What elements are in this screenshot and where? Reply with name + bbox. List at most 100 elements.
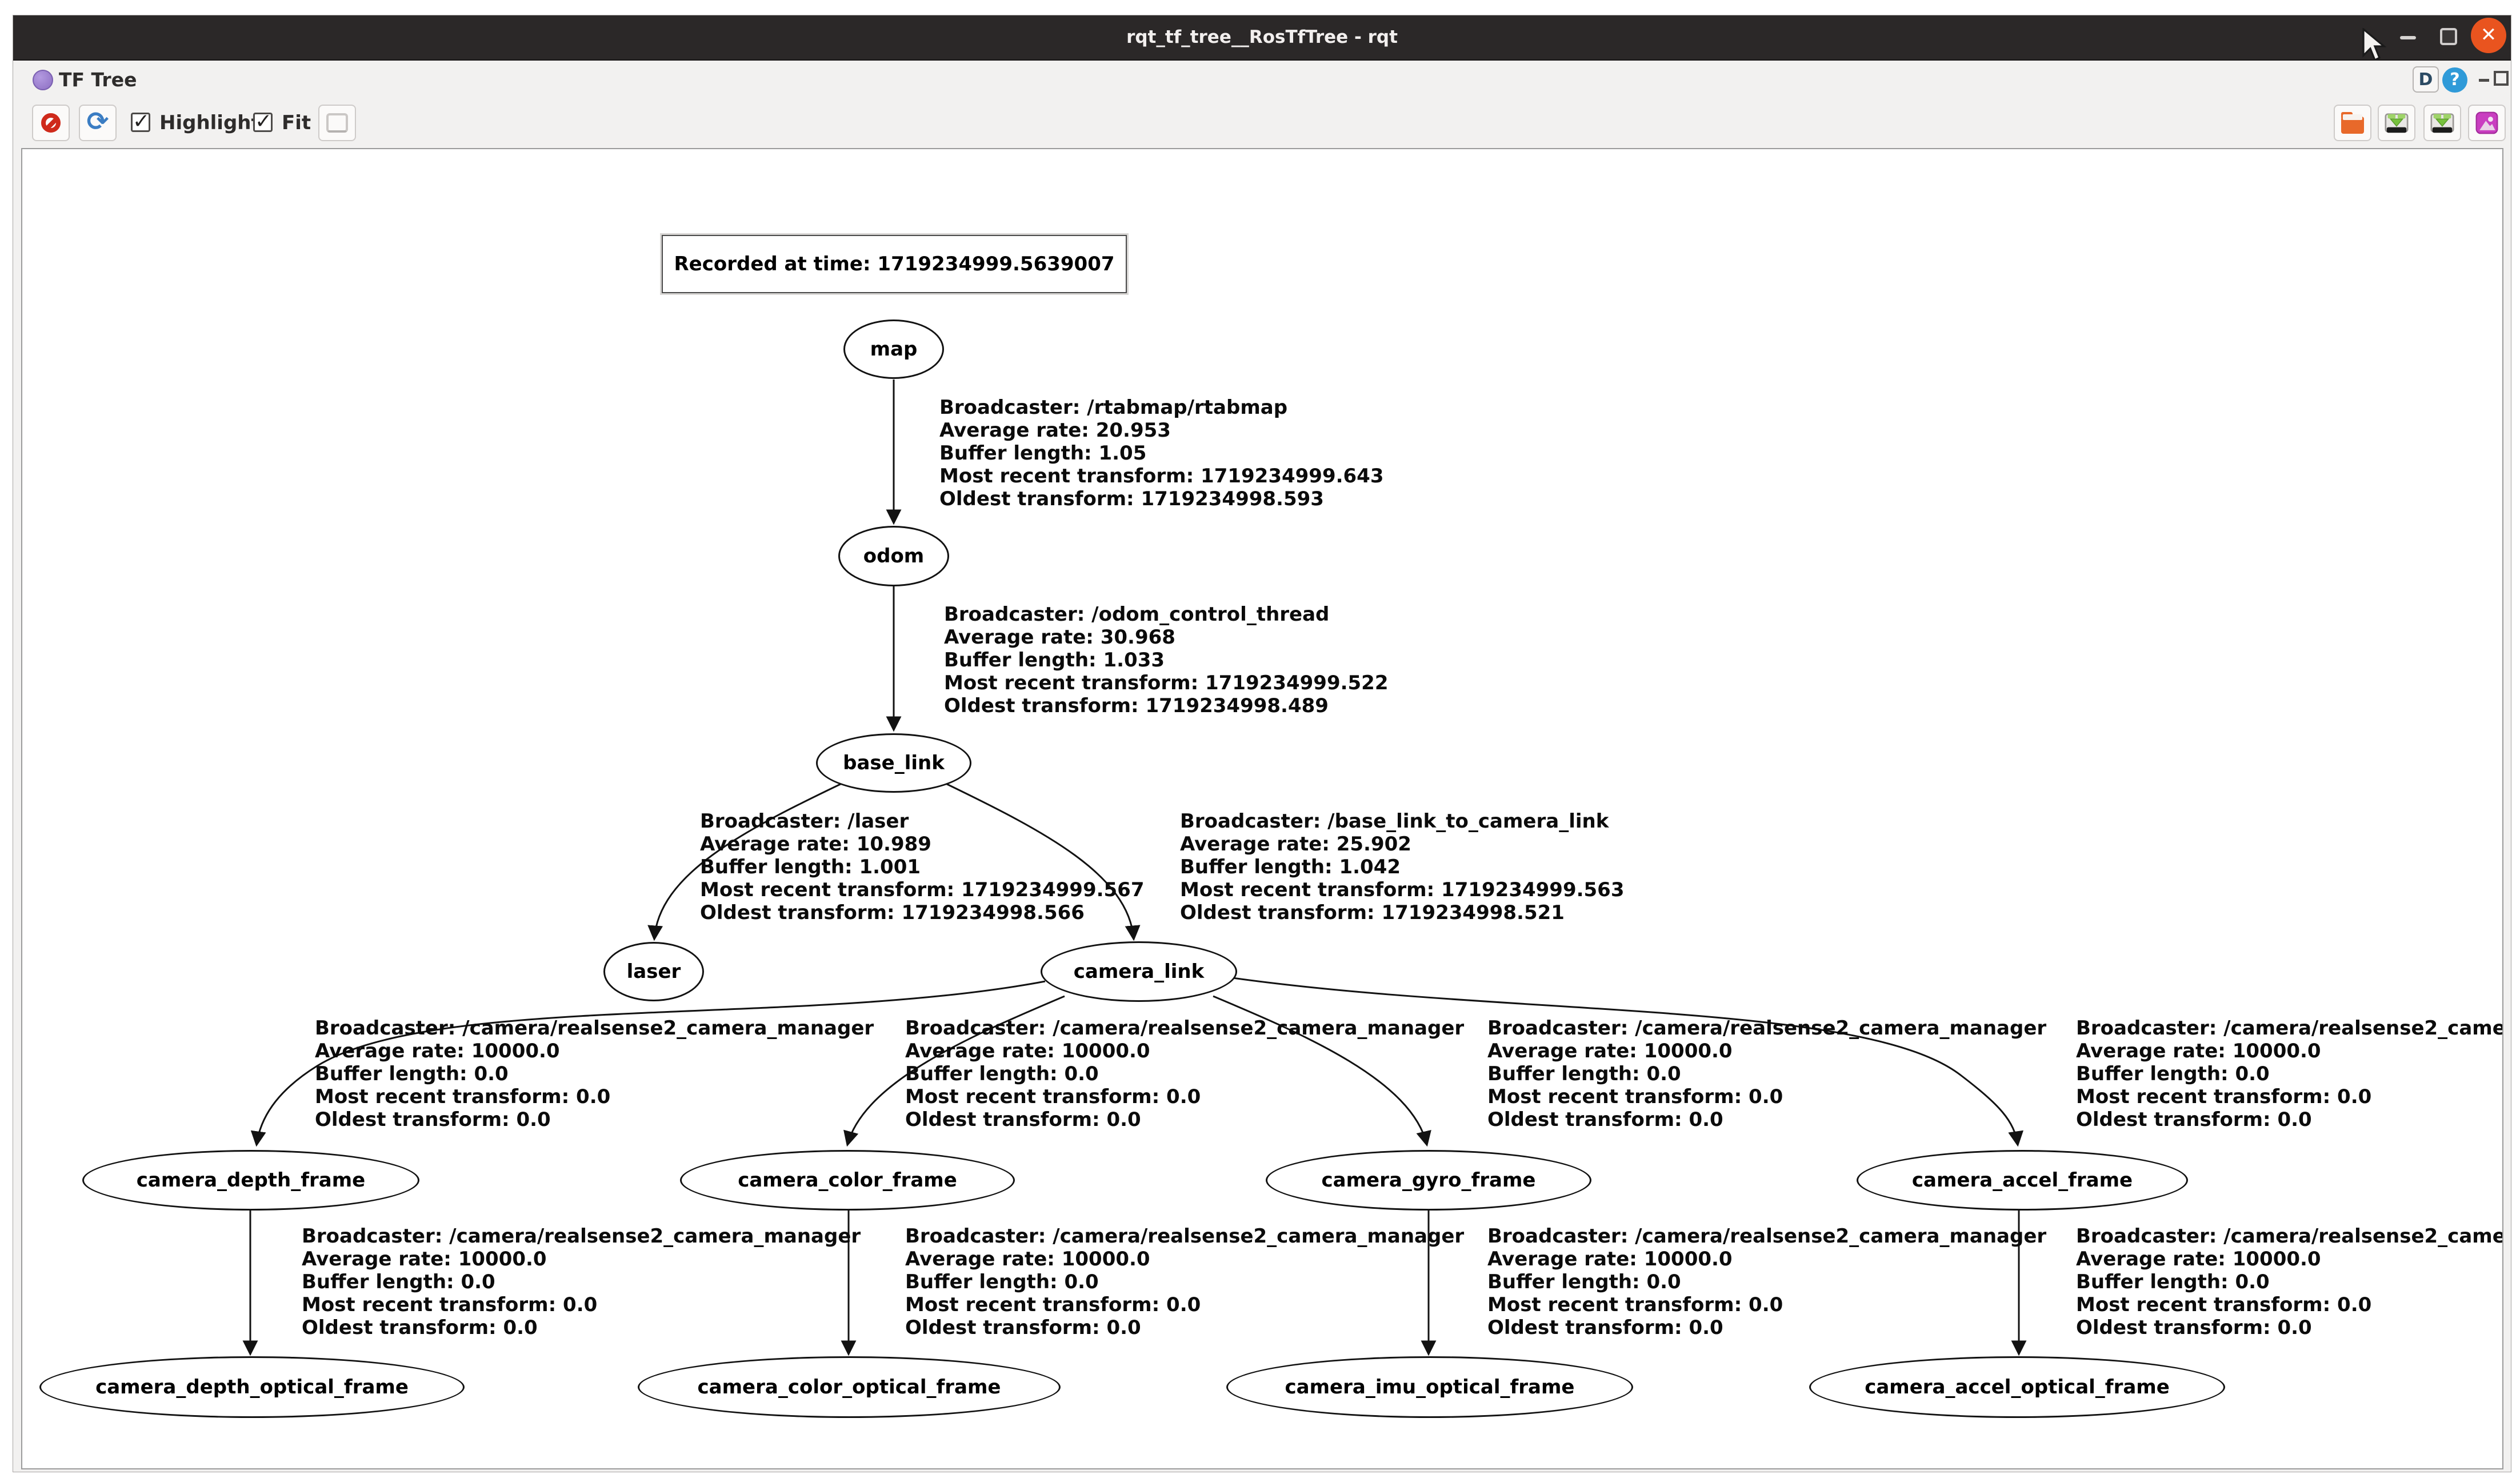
window-titlebar[interactable]: rqt_tf_tree__RosTfTree - rqt ✕ bbox=[13, 15, 2511, 62]
edge-label-line: Broadcaster: /camera/realsense2_camera_m… bbox=[2076, 1017, 2502, 1040]
edge-label-camera_link-to-camera_color_frame: Broadcaster: /camera/realsense2_camera_m… bbox=[905, 1017, 1464, 1131]
edge-label-line: Oldest transform: 1719234998.489 bbox=[944, 694, 1329, 717]
edge-label-camera_link-to-camera_accel_frame: Broadcaster: /camera/realsense2_camera_m… bbox=[2076, 1017, 2502, 1131]
edge-label-line: Broadcaster: /odom_control_thread bbox=[944, 603, 1330, 626]
edge-label-line: Average rate: 10000.0 bbox=[302, 1248, 547, 1271]
edge-label-line: Buffer length: 0.0 bbox=[905, 1271, 1099, 1293]
edge-label-line: Oldest transform: 0.0 bbox=[315, 1108, 551, 1131]
edge-label-line: Average rate: 30.968 bbox=[944, 626, 1175, 649]
edge-label-line: Oldest transform: 0.0 bbox=[905, 1316, 1141, 1339]
tf-edge-camera_link-to-camera_accel_frame bbox=[1232, 977, 2024, 1147]
tf-node-camera_imu_optical_frame: camera_imu_optical_frame bbox=[1226, 1356, 1633, 1418]
tf-edge-camera_link-to-camera_gyro_frame bbox=[1213, 995, 1431, 1147]
edge-label-line: Oldest transform: 0.0 bbox=[2076, 1108, 2312, 1131]
tf-node-camera_color_optical_frame: camera_color_optical_frame bbox=[638, 1356, 1061, 1418]
maximize-button[interactable] bbox=[2440, 28, 2457, 45]
plugin-titlebar: TF Tree D ? bbox=[13, 61, 2511, 100]
minimize-button[interactable] bbox=[2400, 36, 2416, 39]
edge-label-line: Average rate: 10000.0 bbox=[1487, 1248, 1733, 1271]
tf-tree-plugin-icon bbox=[33, 70, 53, 90]
edge-label-line: Most recent transform: 0.0 bbox=[905, 1293, 1201, 1316]
edge-label-line: Average rate: 10000.0 bbox=[905, 1040, 1150, 1062]
save-image-icon bbox=[2475, 111, 2498, 134]
edge-label-line: Most recent transform: 0.0 bbox=[302, 1293, 598, 1316]
refresh-button[interactable]: ⟳ bbox=[79, 105, 117, 141]
tf-edge-camera_link-to-camera_color_frame bbox=[843, 995, 1065, 1147]
edge-label-line: Broadcaster: /camera/realsense2_camera_m… bbox=[905, 1017, 1465, 1040]
tf-tree-canvas[interactable]: Recorded at time: 1719234999.5639007 map… bbox=[21, 148, 2503, 1469]
tf-edge-camera_link-to-camera_depth_frame bbox=[250, 980, 1046, 1147]
edge-label-line: Buffer length: 1.033 bbox=[944, 649, 1165, 672]
edge-label-line: Buffer length: 0.0 bbox=[1487, 1271, 1681, 1293]
edge-label-line: Average rate: 10000.0 bbox=[1487, 1040, 1733, 1062]
edge-label-line: Oldest transform: 0.0 bbox=[302, 1316, 538, 1339]
save-image-button[interactable] bbox=[2468, 105, 2506, 141]
edge-label-line: Buffer length: 1.042 bbox=[1180, 856, 1401, 878]
edge-label-line: Oldest transform: 1719234998.566 bbox=[700, 901, 1085, 924]
edge-label-line: Most recent transform: 0.0 bbox=[2076, 1293, 2372, 1316]
edge-label-line: Average rate: 10.989 bbox=[700, 833, 931, 856]
edge-label-camera_gyro_frame-to-camera_imu_optical_frame: Broadcaster: /camera/realsense2_camera_m… bbox=[1487, 1225, 2046, 1339]
tf-node-camera_accel_optical_frame: camera_accel_optical_frame bbox=[1809, 1356, 2225, 1418]
plugin-title: TF Tree bbox=[59, 69, 137, 91]
edge-label-camera_link-to-camera_depth_frame: Broadcaster: /camera/realsense2_camera_m… bbox=[315, 1017, 874, 1131]
edge-label-line: Most recent transform: 1719234999.567 bbox=[700, 878, 1145, 901]
highlight-label: Highlight bbox=[159, 111, 261, 134]
stop-button[interactable] bbox=[32, 105, 70, 141]
dock-minimize-icon[interactable] bbox=[2479, 79, 2489, 82]
dock-d-button[interactable]: D bbox=[2413, 66, 2439, 93]
edge-label-line: Most recent transform: 1719234999.522 bbox=[944, 672, 1389, 694]
plugin-toolbar: ⟳ ✓ Highlight ✓ Fit bbox=[13, 100, 2511, 148]
help-button[interactable]: ? bbox=[2442, 67, 2467, 93]
edge-label-line: Buffer length: 1.05 bbox=[939, 442, 1147, 465]
edge-label-line: Average rate: 10000.0 bbox=[905, 1248, 1150, 1271]
edge-label-line: Oldest transform: 1719234998.593 bbox=[939, 488, 1324, 510]
edge-label-line: Buffer length: 0.0 bbox=[302, 1271, 495, 1293]
fit-in-view-icon bbox=[326, 113, 348, 133]
edge-label-line: Average rate: 10000.0 bbox=[2076, 1040, 2321, 1062]
rqt-window: rqt_tf_tree__RosTfTree - rqt ✕ TF Tree D… bbox=[13, 15, 2511, 1472]
highlight-checkbox[interactable]: ✓ bbox=[131, 111, 150, 132]
tf-node-camera_depth_frame: camera_depth_frame bbox=[82, 1150, 419, 1211]
open-dot-file-icon bbox=[2341, 112, 2364, 134]
edge-label-line: Most recent transform: 1719234999.643 bbox=[939, 465, 1384, 488]
fit-checkbox[interactable]: ✓ bbox=[253, 111, 273, 132]
tf-edge-base_link-to-laser bbox=[647, 782, 843, 941]
tf-edge-base_link-to-camera_link bbox=[944, 782, 1141, 941]
tf-node-map: map bbox=[843, 319, 944, 379]
tf-node-camera_accel_frame: camera_accel_frame bbox=[1857, 1150, 2188, 1211]
edge-label-line: Broadcaster: /camera/realsense2_camera_m… bbox=[315, 1017, 874, 1040]
edge-label-line: Broadcaster: /camera/realsense2_camera_m… bbox=[1487, 1017, 2047, 1040]
edge-label-line: Buffer length: 0.0 bbox=[2076, 1271, 2270, 1293]
edge-label-line: Most recent transform: 0.0 bbox=[905, 1085, 1201, 1108]
tf-node-base_link: base_link bbox=[816, 733, 971, 793]
edge-label-line: Oldest transform: 1719234998.521 bbox=[1180, 901, 1565, 924]
edge-label-line: Oldest transform: 0.0 bbox=[1487, 1316, 1723, 1339]
edge-label-line: Most recent transform: 0.0 bbox=[1487, 1293, 1783, 1316]
save-svg-button[interactable] bbox=[2423, 105, 2461, 141]
edge-label-line: Buffer length: 0.0 bbox=[2076, 1062, 2270, 1085]
edge-label-line: Broadcaster: /camera/realsense2_camera_m… bbox=[2076, 1225, 2502, 1248]
edge-label-line: Broadcaster: /camera/realsense2_camera_m… bbox=[1487, 1225, 2047, 1248]
dock-float-icon[interactable] bbox=[2494, 71, 2509, 86]
edge-label-line: Average rate: 25.902 bbox=[1180, 833, 1411, 856]
edge-label-camera_color_frame-to-camera_color_optical_frame: Broadcaster: /camera/realsense2_camera_m… bbox=[905, 1225, 1464, 1339]
refresh-icon: ⟳ bbox=[86, 106, 109, 137]
stop-icon bbox=[41, 113, 61, 133]
open-dot-file-button[interactable] bbox=[2334, 105, 2371, 141]
save-dot-file-button[interactable] bbox=[2378, 105, 2415, 141]
edge-label-line: Broadcaster: /rtabmap/rtabmap bbox=[939, 396, 1288, 419]
edge-label-line: Average rate: 10000.0 bbox=[2076, 1248, 2321, 1271]
fit-in-view-button[interactable] bbox=[318, 105, 356, 141]
tf-node-odom: odom bbox=[838, 526, 949, 586]
close-button[interactable]: ✕ bbox=[2471, 18, 2506, 53]
tf-node-camera_link: camera_link bbox=[1041, 941, 1237, 1002]
save-dot-file-icon bbox=[2385, 113, 2409, 133]
fit-label: Fit bbox=[282, 111, 311, 134]
edge-label-line: Broadcaster: /laser bbox=[700, 810, 909, 833]
tf-node-camera_depth_optical_frame: camera_depth_optical_frame bbox=[39, 1356, 465, 1418]
save-svg-icon bbox=[2430, 113, 2454, 133]
